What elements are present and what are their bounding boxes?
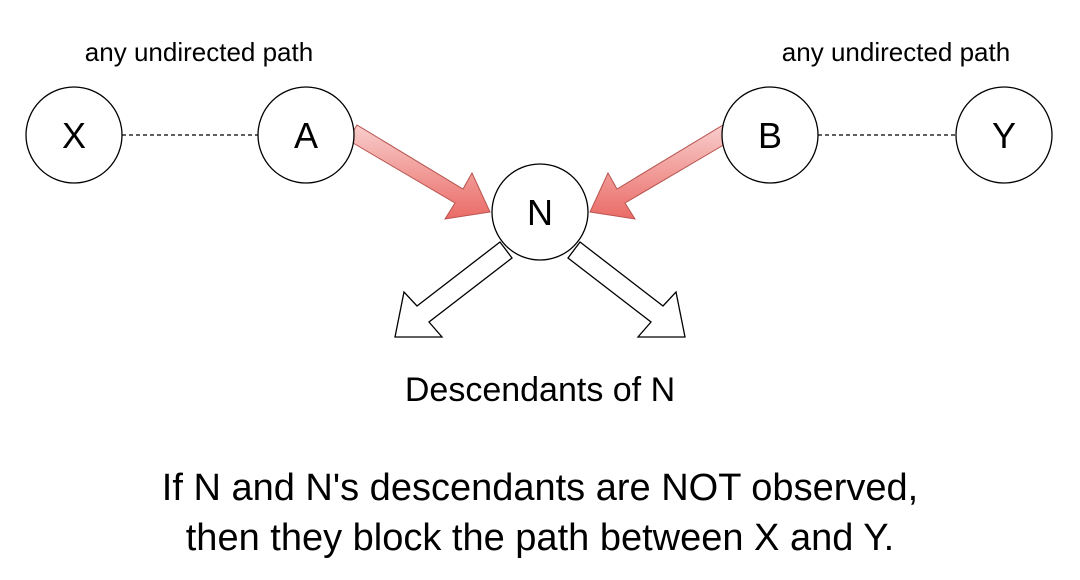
node-a: A [257,86,355,184]
arrow-a-to-n [347,124,491,220]
descendants-label: Descendants of N [405,371,675,409]
node-y: Y [955,86,1053,184]
node-n: N [491,163,589,261]
caption-line-2: then they block the path between X and Y… [186,517,894,559]
right-path-label: any undirected path [782,37,1010,67]
caption-line-1: If N and N's descendants are NOT observe… [162,467,918,509]
node-y-label: Y [992,115,1016,156]
node-b-label: B [758,115,782,156]
arrow-n-to-descendants-right [567,241,686,338]
node-b: B [721,86,819,184]
arrow-n-to-descendants-left [394,241,513,338]
left-path-label: any undirected path [85,37,313,67]
node-n-label: N [527,192,553,233]
node-x-label: X [62,115,86,156]
arrow-b-to-n [589,124,733,220]
node-a-label: A [294,115,318,156]
node-x: X [25,86,123,184]
